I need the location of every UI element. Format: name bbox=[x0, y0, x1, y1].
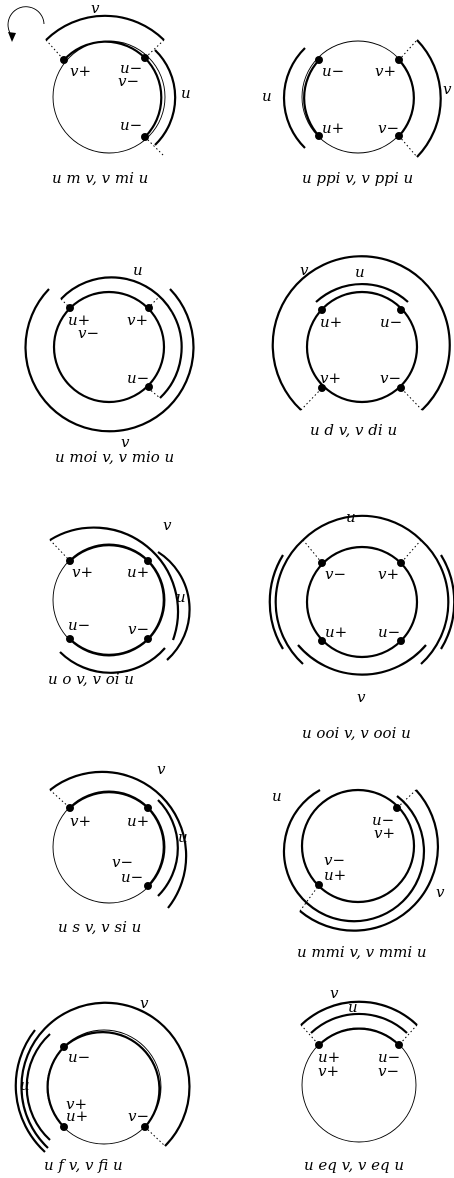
panel-caption: u eq v, v eq u bbox=[304, 1156, 404, 1174]
arc-label-v: v bbox=[157, 760, 166, 778]
label-v-minus: v− bbox=[128, 620, 149, 638]
label-u-plus: u+ bbox=[325, 623, 347, 641]
panel-meets: v+ u− v− u− v u u m v, v mi u bbox=[45, 0, 191, 187]
arc-label-v: v bbox=[357, 688, 366, 706]
arc-label-v: v bbox=[330, 984, 339, 1002]
label-u-minus: u− bbox=[68, 616, 90, 634]
panel-caption: u s v, v si u bbox=[58, 918, 141, 936]
panel-mmi: u− v+ v− u+ u v u mmi v, v mmi u bbox=[272, 787, 445, 961]
label-v-minus: v− bbox=[128, 1107, 149, 1125]
label-v-plus: v+ bbox=[127, 311, 148, 329]
label-u-plus: u+ bbox=[318, 1048, 340, 1066]
label-u-plus: u+ bbox=[127, 563, 149, 581]
label-v-minus: v− bbox=[380, 369, 401, 387]
label-u-plus: u+ bbox=[324, 866, 346, 884]
label-v-plus: v+ bbox=[72, 563, 93, 581]
label-u-minus: u− bbox=[378, 1048, 400, 1066]
label-v-plus: v+ bbox=[320, 369, 341, 387]
arc-label-u: u bbox=[346, 508, 356, 526]
panel-during: u+ u− v+ v− v u u d v, v di u bbox=[271, 255, 451, 439]
panel-moi: u+ v− v+ u− u v u moi v, v mio u bbox=[24, 261, 195, 466]
arc-label-v: v bbox=[300, 261, 309, 279]
label-u-minus: u− bbox=[378, 623, 400, 641]
arc-label-u: u bbox=[178, 828, 188, 846]
label-v-plus: v+ bbox=[378, 565, 399, 583]
label-v-minus: v− bbox=[324, 851, 345, 869]
arc-label-u: u bbox=[262, 87, 272, 105]
arc-label-v: v bbox=[163, 516, 172, 534]
panel-starts: v+ u+ v− u− v u u s v, v si u bbox=[49, 760, 188, 936]
panel-caption: u d v, v di u bbox=[310, 421, 397, 439]
label-v-plus: v+ bbox=[70, 812, 91, 830]
panel-caption: u ooi v, v ooi u bbox=[302, 724, 411, 742]
label-u-minus: u− bbox=[380, 313, 402, 331]
label-v-minus: v− bbox=[378, 1062, 399, 1080]
panel-caption: u o v, v oi u bbox=[48, 670, 134, 688]
label-u-minus: u− bbox=[120, 59, 142, 77]
label-u-minus: u− bbox=[121, 868, 143, 886]
arc-label-v: v bbox=[436, 883, 445, 901]
label-u-minus: u− bbox=[127, 369, 149, 387]
arc-label-v: v bbox=[121, 433, 130, 451]
panel-caption: u ppi v, v ppi u bbox=[302, 169, 413, 187]
arc-label-u: u bbox=[176, 588, 186, 606]
label-u-minus: u− bbox=[68, 1048, 90, 1066]
arc-label-v: v bbox=[91, 0, 100, 17]
label-u-plus: u+ bbox=[66, 1107, 88, 1125]
arc-label-u: u bbox=[348, 998, 358, 1016]
label-v-plus: v+ bbox=[374, 824, 395, 842]
panel-equals: u+ v+ u− v− v u u eq v, v eq u bbox=[300, 984, 418, 1174]
arc-label-u: u bbox=[181, 84, 191, 102]
panel-caption: u f v, v fi u bbox=[44, 1156, 123, 1174]
panel-ooi: v− v+ u+ u− u v u ooi v, v ooi u bbox=[268, 508, 454, 742]
panel-overlaps: v+ u+ u− v− v u u o v, v oi u bbox=[48, 516, 191, 688]
label-u-plus: u+ bbox=[320, 313, 342, 331]
panel-ppi: u− v+ u+ v− u v u ppi v, v ppi u bbox=[262, 39, 452, 187]
label-u-plus: u+ bbox=[68, 311, 90, 329]
label-v-plus: v+ bbox=[318, 1062, 339, 1080]
arc-label-v: v bbox=[140, 994, 149, 1012]
panel-caption: u m v, v mi u bbox=[52, 169, 148, 187]
label-u-minus: u− bbox=[372, 811, 394, 829]
label-v-minus: v− bbox=[112, 853, 133, 871]
label-v-minus: v− bbox=[378, 119, 399, 137]
label-v-plus: v+ bbox=[66, 1095, 87, 1113]
arc-label-u: u bbox=[355, 263, 365, 281]
label-u-plus: u+ bbox=[127, 812, 149, 830]
rotation-arrow-icon bbox=[7, 6, 45, 42]
panel-finishes: u− v+ u+ v− v u u f v, v fi u bbox=[14, 994, 191, 1174]
label-v-plus: v+ bbox=[70, 62, 91, 80]
panel-caption: u mmi v, v mmi u bbox=[297, 943, 427, 961]
label-u-minus: u− bbox=[120, 116, 142, 134]
arc-label-u: u bbox=[20, 1076, 30, 1094]
label-u-plus: u+ bbox=[322, 119, 344, 137]
label-v-minus: v− bbox=[325, 565, 346, 583]
arc-label-v: v bbox=[443, 80, 452, 98]
arc-label-u: u bbox=[133, 261, 143, 279]
label-u-minus: u− bbox=[322, 62, 344, 80]
label-v-plus: v+ bbox=[375, 62, 396, 80]
panel-caption: u moi v, v mio u bbox=[55, 448, 174, 466]
arc-label-u: u bbox=[272, 787, 282, 805]
label-v-minus: v− bbox=[78, 324, 99, 342]
label-v-minus: v− bbox=[118, 72, 139, 90]
